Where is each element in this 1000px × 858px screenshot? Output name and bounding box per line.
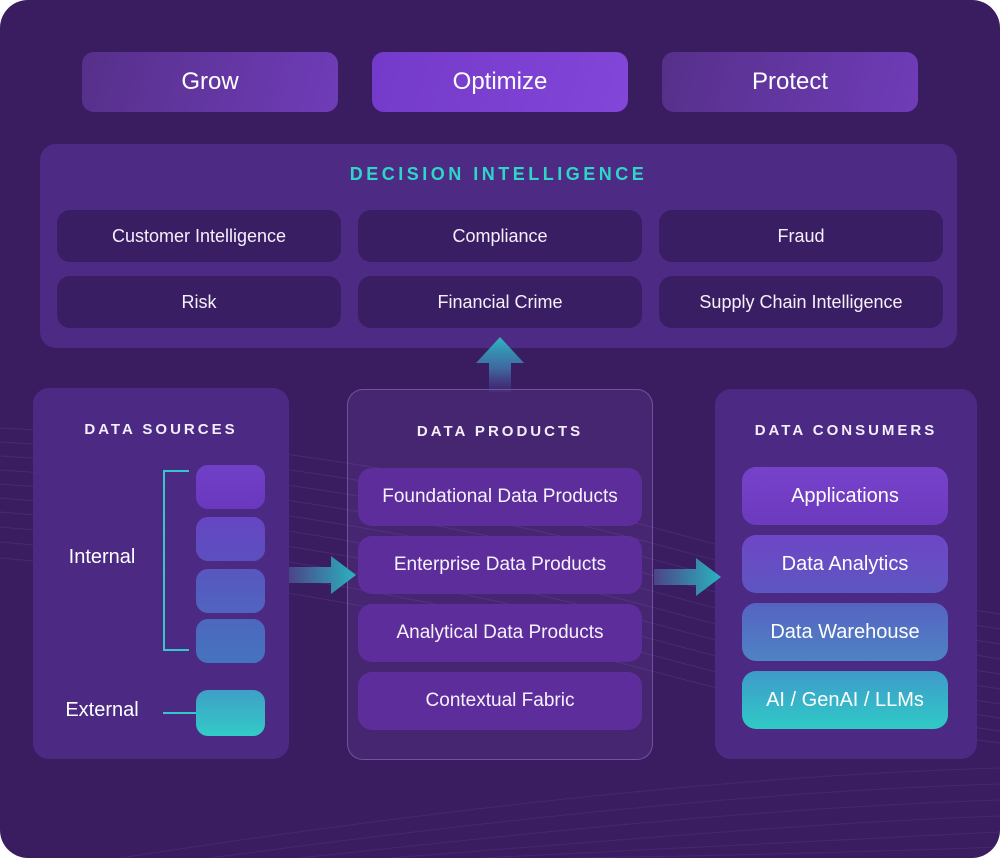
product-pill-contextual-fabric: Contextual Fabric bbox=[358, 672, 642, 730]
product-pill-enterprise: Enterprise Data Products bbox=[358, 536, 642, 594]
di-pill-risk: Risk bbox=[57, 276, 341, 328]
data-products-panel: DATA PRODUCTS Foundational Data Products… bbox=[347, 389, 653, 760]
di-pill-customer-intelligence: Customer Intelligence bbox=[57, 210, 341, 262]
internal-source-box bbox=[196, 465, 265, 509]
data-consumers-panel: DATA CONSUMERS Applications Data Analyti… bbox=[715, 389, 977, 759]
external-source-box bbox=[196, 690, 265, 736]
internal-source-box bbox=[196, 569, 265, 613]
decision-intelligence-panel: DECISION INTELLIGENCE Customer Intellige… bbox=[40, 144, 957, 348]
di-pill-fraud: Fraud bbox=[659, 210, 943, 262]
grow-button[interactable]: Grow bbox=[82, 52, 338, 112]
internal-bracket bbox=[163, 470, 189, 651]
di-pill-financial-crime: Financial Crime bbox=[358, 276, 642, 328]
di-pill-compliance: Compliance bbox=[358, 210, 642, 262]
consumer-pill-applications: Applications bbox=[742, 467, 948, 525]
consumer-pill-data-warehouse: Data Warehouse bbox=[742, 603, 948, 661]
arrow-right-icon bbox=[654, 558, 721, 596]
external-label: External bbox=[65, 699, 139, 721]
decision-intelligence-title: DECISION INTELLIGENCE bbox=[349, 164, 648, 184]
consumer-pill-ai-genai-llms: AI / GenAI / LLMs bbox=[742, 671, 948, 729]
decision-intelligence-grid: Customer Intelligence Compliance Fraud R… bbox=[57, 210, 943, 328]
optimize-button[interactable]: Optimize bbox=[372, 52, 628, 112]
di-pill-supply-chain-intelligence: Supply Chain Intelligence bbox=[659, 276, 943, 328]
product-pill-analytical: Analytical Data Products bbox=[358, 604, 642, 662]
internal-source-box bbox=[196, 619, 265, 663]
consumer-pill-data-analytics: Data Analytics bbox=[742, 535, 948, 593]
data-consumers-title: DATA CONSUMERS bbox=[754, 422, 938, 439]
protect-button[interactable]: Protect bbox=[662, 52, 918, 112]
external-connector-line bbox=[163, 712, 196, 714]
internal-label: Internal bbox=[68, 546, 136, 568]
data-sources-panel: DATA SOURCES Internal External bbox=[33, 388, 289, 759]
internal-source-box bbox=[196, 517, 265, 561]
data-products-title: DATA PRODUCTS bbox=[416, 423, 584, 440]
data-sources-title: DATA SOURCES bbox=[84, 421, 238, 438]
product-pill-foundational: Foundational Data Products bbox=[358, 468, 642, 526]
